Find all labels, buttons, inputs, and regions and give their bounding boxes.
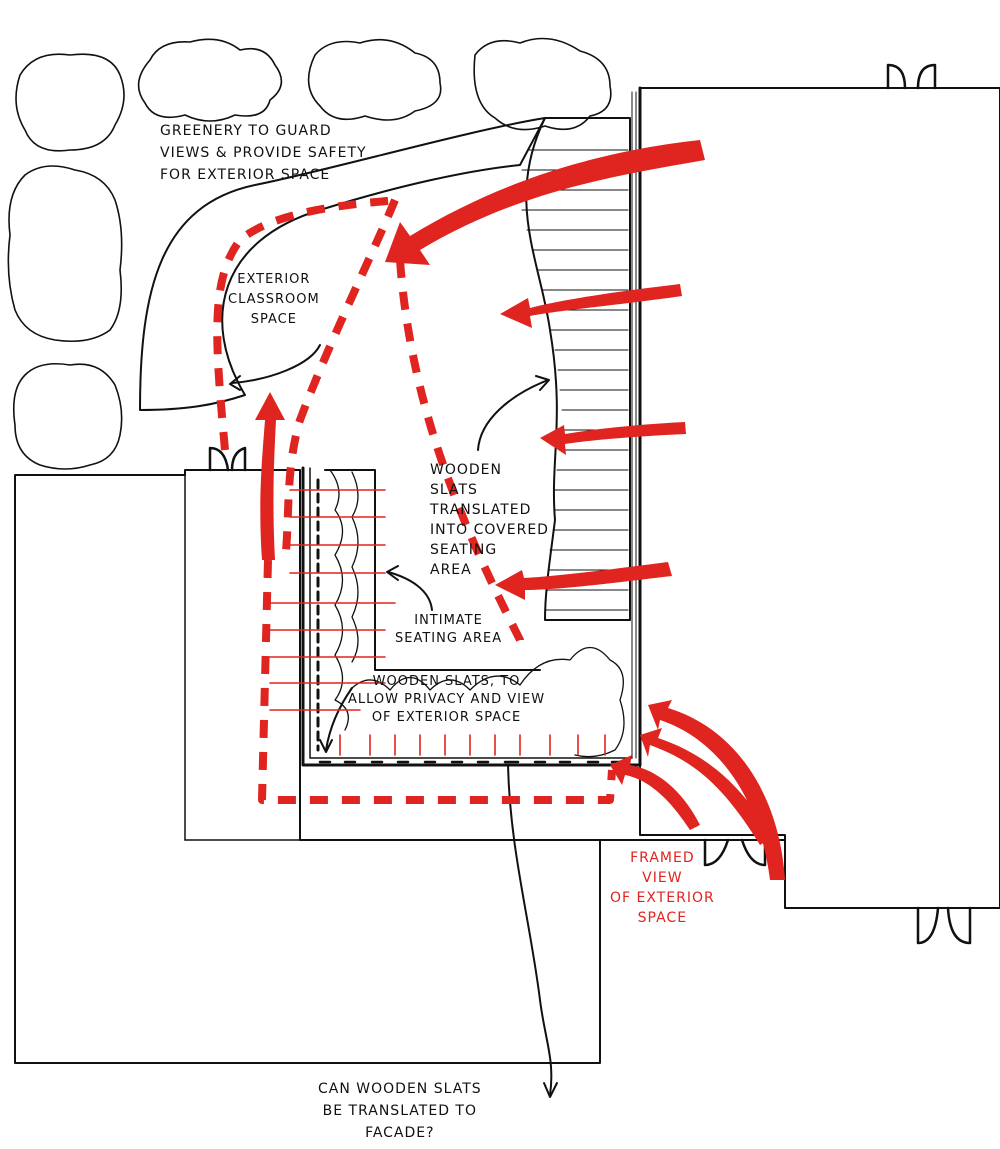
tree-canopy-icon bbox=[7, 37, 612, 470]
label-wooden-slats-covered: WOODEN SLATS TRANSLATED INTO COVERED SEA… bbox=[430, 462, 549, 578]
sightline-arrow-icon bbox=[269, 489, 606, 756]
red-up-arrow bbox=[255, 392, 285, 560]
wind-arrow-icon bbox=[385, 140, 705, 600]
inner-greenery bbox=[329, 469, 625, 758]
red-framed-view-arrows bbox=[610, 700, 785, 880]
red-dashed-boundary bbox=[213, 196, 616, 804]
label-facade-question: CAN WOODEN SLATS BE TRANSLATED TO FACADE… bbox=[318, 1081, 482, 1141]
building-right bbox=[639, 87, 1000, 909]
annotation-arrows bbox=[229, 344, 558, 1098]
slat-hatch-right bbox=[631, 91, 637, 759]
door-swing-icon bbox=[208, 63, 972, 945]
label-greenery: GREENERY TO GUARD VIEWS & PROVIDE SAFETY… bbox=[160, 123, 367, 183]
label-exterior-classroom: EXTERIOR CLASSROOM SPACE bbox=[228, 272, 320, 327]
label-wooden-slats-privacy: WOODEN SLATS, TO ALLOW PRIVACY AND VIEW … bbox=[348, 674, 546, 725]
label-framed-view: FRAMED VIEW OF EXTERIOR SPACE bbox=[610, 850, 715, 926]
greenery-boundary bbox=[139, 117, 546, 411]
label-intimate-seating: INTIMATE SEATING AREA bbox=[395, 613, 503, 646]
